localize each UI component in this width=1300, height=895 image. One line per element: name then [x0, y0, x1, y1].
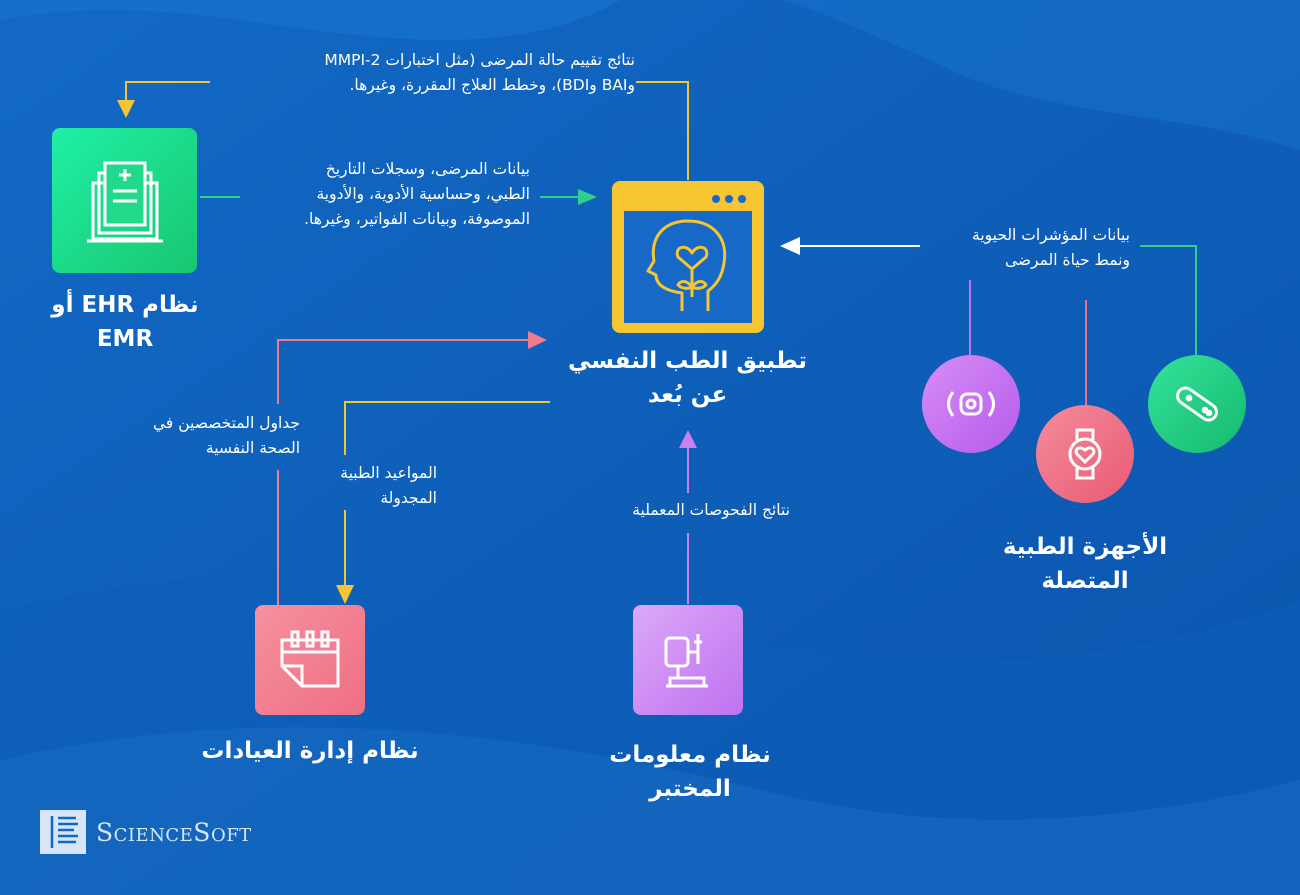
ehr-title: نظام EHR أو EMR — [51, 292, 199, 352]
clinic-to-app-arrow — [528, 331, 547, 349]
app-node[interactable] — [612, 181, 764, 333]
fitness-band-icon — [1176, 386, 1218, 422]
brand-name: ScienceSoft — [96, 817, 252, 847]
ehr-to-app-arrow — [578, 189, 597, 205]
device-fitness-band[interactable] — [1148, 355, 1246, 453]
schedules-label: جداول المتخصصين في الصحة النفسية — [153, 414, 300, 457]
smartwatch-icon — [1068, 428, 1102, 480]
mental-health-app-icon — [624, 195, 752, 323]
app-to-ehr-arrow — [117, 100, 135, 118]
sensor-icon — [947, 391, 995, 417]
appointments-label: المواعيد الطبية المجدولة — [340, 464, 437, 507]
patient-data-label: بيانات المرضى، وسجلات التاريخ الطبي، وحس… — [304, 160, 530, 228]
sciencesoft-logo-icon — [40, 810, 86, 854]
lab-to-app-arrow — [679, 430, 697, 448]
microscope-icon — [664, 634, 708, 688]
clinic-title: نظام إدارة العيادات — [201, 738, 419, 764]
assessment-label: نتائج تقييم حالة المرضى (مثل اختبارات MM… — [324, 51, 635, 94]
ehr-node[interactable] — [52, 128, 197, 273]
medical-record-icon — [86, 161, 163, 242]
app-to-clinic-arrow — [336, 585, 354, 604]
device-sensor[interactable] — [922, 355, 1020, 453]
devices-to-app-arrow — [780, 237, 800, 255]
vitals-label: بيانات المؤشرات الحيوية ونمط حياة المرضى — [972, 226, 1130, 269]
lab-node[interactable] — [633, 605, 743, 715]
lab-results-label: نتائج الفحوصات المعملية — [632, 501, 790, 519]
clinic-node[interactable] — [255, 605, 365, 715]
lab-title: نظام معلومات المختبر — [609, 742, 771, 802]
app-to-clinic-line — [344, 401, 550, 455]
device-smartwatch[interactable] — [1036, 405, 1134, 503]
app-to-ehr-line — [636, 81, 689, 180]
calendar-icon — [280, 630, 340, 688]
brand-logo: ScienceSoft — [40, 810, 252, 854]
devices-title: الأجهزة الطبية المتصلة — [1002, 534, 1168, 594]
window-dot-icon — [712, 195, 720, 203]
app-title: تطبيق الطب النفسي عن بُعد — [568, 348, 807, 408]
